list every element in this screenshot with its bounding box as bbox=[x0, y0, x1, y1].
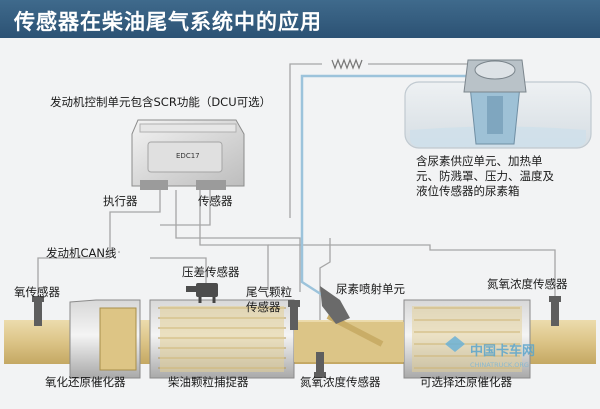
watermark-cn: 中国卡车网 bbox=[470, 343, 535, 359]
ecu-model-label: EDC17 bbox=[176, 152, 200, 160]
o2-sensor-icon bbox=[32, 296, 44, 326]
diff-pressure-label: 压差传感器 bbox=[182, 265, 240, 279]
dpf-label: 柴油颗粒捕捉器 bbox=[168, 375, 249, 389]
nox-sensor-right-icon bbox=[549, 296, 561, 326]
spring-icon bbox=[331, 58, 363, 70]
oxidation-catalyst-label: 氧化还原催化器 bbox=[45, 375, 126, 389]
pm-sensor-label: 尾气颗粒 传感器 bbox=[246, 285, 292, 314]
urea-injector-label: 尿素喷射单元 bbox=[336, 282, 405, 296]
urea-line bbox=[300, 74, 470, 302]
nox-sensor-bottom-label: 氮氧浓度传感器 bbox=[300, 375, 381, 389]
nox-sensor-bottom-icon bbox=[314, 352, 326, 378]
o2-sensor-label: 氧传感器 bbox=[14, 285, 60, 299]
actuator-label: 执行器 bbox=[103, 194, 138, 208]
urea-tank-label: 含尿素供应单元、加热单 元、防溅罩、压力、温度及 液位传感器的尿素箱 bbox=[416, 154, 554, 198]
can-bus-label: 发动机CAN线 bbox=[46, 246, 117, 260]
ecu-label: 发动机控制单元包含SCR功能（DCU可选） bbox=[50, 95, 272, 109]
watermark-en: CHINATRUCK.ORG bbox=[470, 361, 529, 369]
ecu-unit: EDC17 bbox=[131, 119, 245, 190]
optional-catalyst-label: 可选择还原催化器 bbox=[420, 375, 512, 389]
pm-sensor-icon bbox=[288, 300, 300, 330]
signal-wires bbox=[37, 63, 556, 350]
title-bar: 传感器在柴油尾气系统中的应用 bbox=[0, 0, 600, 38]
chinatruck-logo: 中国卡车网 CHINATRUCK.ORG bbox=[445, 336, 535, 369]
page-title: 传感器在柴油尾气系统中的应用 bbox=[14, 10, 322, 34]
sensor-label: 传感器 bbox=[198, 194, 233, 208]
urea-injector-icon bbox=[320, 286, 350, 324]
diff-pressure-sensor-icon bbox=[186, 283, 218, 303]
nox-sensor-right-label: 氮氧浓度传感器 bbox=[487, 277, 568, 291]
exhaust-pipe bbox=[4, 299, 596, 379]
urea-tank bbox=[404, 59, 592, 149]
